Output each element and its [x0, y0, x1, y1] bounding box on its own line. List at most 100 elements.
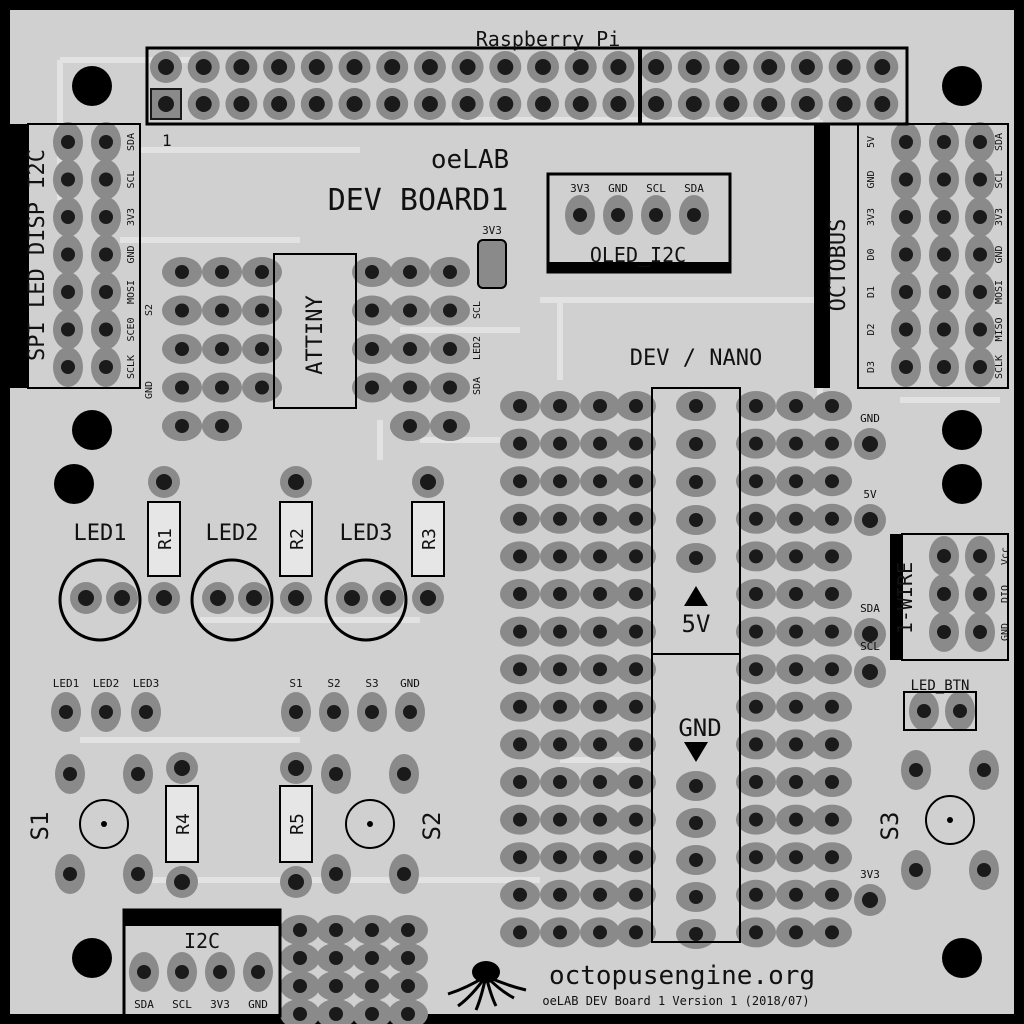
rpi-pin-bot-12-hole — [610, 96, 627, 112]
nano-top-2-hole — [689, 475, 703, 489]
rpi-pin-bot-8-hole — [459, 96, 476, 112]
octobus-pin-a-4-hole — [899, 285, 913, 299]
i2c-proto-1-3-hole — [401, 951, 415, 965]
one-wire-pin-b-2-hole — [973, 625, 987, 639]
proto-left-13-2-hole — [593, 887, 607, 902]
proto-left-9-1-hole — [553, 737, 567, 752]
attiny-left-b-1-hole — [215, 303, 229, 318]
spi-pin-label-3: GND — [126, 245, 137, 263]
i2c-proto-1-0-hole — [293, 951, 307, 965]
proto-left-4-0-hole — [513, 549, 527, 564]
r-bot-1-hole — [288, 590, 304, 606]
proto-left-4-3-hole — [629, 549, 643, 564]
i2c-pin-2-hole — [213, 965, 227, 979]
octobus-r-label-5: MISO — [994, 317, 1005, 341]
proto-left-0-3-hole — [629, 399, 643, 413]
proto-left-0-1-hole — [553, 399, 567, 413]
octobus-pin-c-5-hole — [973, 322, 987, 337]
rpi-header-outline — [145, 46, 909, 126]
spi-pin-label-5: SCE0 — [126, 317, 137, 341]
i2c-proto-0-2-hole — [365, 923, 379, 937]
proto-left-12-3-hole — [629, 850, 643, 865]
proto-left-10-3-hole — [629, 775, 643, 789]
one-wire-label-2: GND — [1000, 623, 1011, 641]
led-pad-a-1-hole — [210, 590, 226, 606]
proto-left-14-0-hole — [513, 925, 527, 940]
oled-title: OLED_I2C — [590, 243, 686, 267]
spi-pin-b-3-hole — [99, 247, 113, 262]
i2c-proto-0-3-hole — [401, 923, 415, 937]
proto-right-2-2-hole — [825, 474, 839, 489]
proto-right-9-2-hole — [825, 737, 839, 752]
nano-top-4-hole — [689, 551, 703, 565]
led-btn-pin-0-hole — [917, 704, 931, 718]
proto-left-3-1-hole — [553, 511, 567, 526]
switch-center-0 — [101, 821, 107, 827]
rpi-pin-bot-1-hole — [195, 96, 212, 112]
switch-ring-0 — [79, 799, 129, 849]
mount-hole-5 — [942, 464, 982, 504]
proto-right-14-1-hole — [789, 925, 803, 940]
spi-led-disp-label: SPI LED DISP I2C — [25, 149, 50, 361]
i2c-bar — [124, 910, 280, 926]
i2c-proto-2-0-hole — [293, 979, 307, 993]
proto-right-2-1-hole — [789, 474, 803, 489]
proto-right-5-2-hole — [825, 587, 839, 601]
attiny-right-a-2-hole — [403, 342, 417, 356]
attiny-right-a-5-hole — [403, 419, 417, 433]
spi-pin-b-2-hole — [99, 210, 113, 224]
i2c-title: I2C — [184, 929, 220, 953]
octobus-r-label-4: MOSI — [994, 280, 1005, 304]
attiny-right-b-2-hole — [443, 342, 457, 356]
proto-right-8-0-hole — [749, 699, 763, 714]
led-hdr-label-1: LED2 — [93, 677, 120, 690]
octobus-bar — [814, 124, 830, 388]
attiny-left-a-1-hole — [175, 303, 189, 318]
octobus-l-label-5: D2 — [866, 323, 877, 335]
attiny-r-label-1: LED2 — [472, 336, 483, 360]
rpi-pin-top-8-hole — [459, 59, 476, 75]
octobus-pin-b-2-hole — [937, 210, 951, 224]
proto-left-2-1-hole — [553, 474, 567, 489]
r4-body — [165, 785, 199, 863]
proto-right-10-2-hole — [825, 775, 839, 789]
mount-hole-4 — [54, 464, 94, 504]
proto-right-7-0-hole — [749, 662, 763, 677]
rpi-pin-top-3-hole — [271, 59, 288, 75]
mount-hole-6 — [72, 938, 112, 978]
spi-pin-a-1-hole — [61, 172, 75, 187]
led-ring-0 — [58, 558, 142, 642]
proto-left-10-1-hole — [553, 775, 567, 789]
switch-pad-tr-1-hole — [397, 767, 411, 781]
i2c-proto-3-0-hole — [293, 1007, 307, 1021]
r-top-2-hole — [420, 474, 436, 490]
switch-ring-2 — [925, 795, 975, 845]
octobus-pin-c-1-hole — [973, 172, 987, 187]
proto-left-8-2-hole — [593, 699, 607, 714]
oled-pin-0-hole — [573, 208, 587, 222]
switch-pad-br-1-hole — [397, 867, 411, 881]
r-body-0 — [147, 501, 181, 577]
r-top-1-hole — [288, 474, 304, 490]
rpi-pin-top-19-hole — [874, 59, 891, 75]
rpi-pin-bot-4-hole — [308, 96, 325, 112]
i2c-proto-2-2-hole — [365, 979, 379, 993]
attiny-pin-l-3-hole — [255, 380, 269, 395]
mount-hole-2 — [72, 410, 112, 450]
proto-left-9-2-hole — [593, 737, 607, 752]
oled-pin-2-hole — [649, 208, 663, 222]
proto-left-4-1-hole — [553, 549, 567, 564]
proto-right-13-0-hole — [749, 887, 763, 902]
spi-outline — [27, 123, 141, 389]
octobus-pin-a-1-hole — [899, 172, 913, 187]
octopus-logo-tentacle-3 — [484, 975, 498, 1007]
proto-left-9-0-hole — [513, 737, 527, 752]
i2c-proto-0-1-hole — [329, 923, 343, 937]
proto-left-13-3-hole — [629, 887, 643, 902]
proto-right-3-2-hole — [825, 511, 839, 526]
octobus-pin-b-1-hole — [937, 172, 951, 187]
r-label-2: R3 — [419, 528, 440, 550]
oled-pin-3-hole — [687, 208, 701, 222]
octopus-logo-tentacle-1 — [457, 975, 488, 1008]
spi-pin-label-1: SCL — [126, 170, 137, 188]
